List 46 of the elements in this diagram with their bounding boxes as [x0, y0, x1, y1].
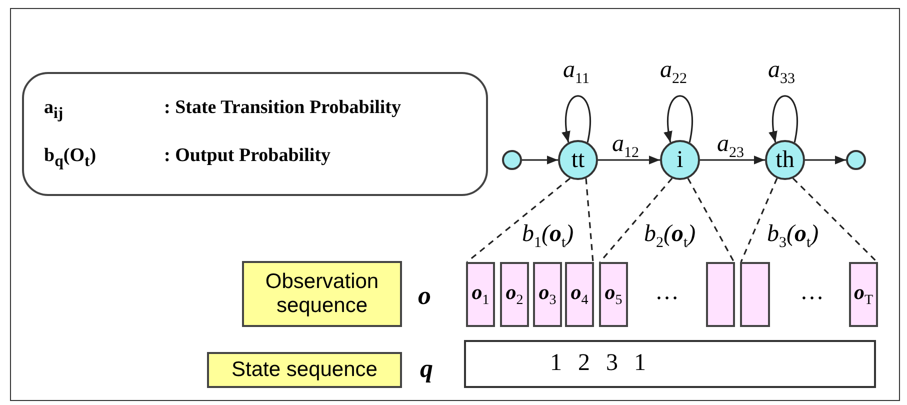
key-panel	[22, 72, 488, 196]
arrow	[598, 156, 660, 164]
dashed-line	[585, 178, 594, 262]
state-circle: th	[765, 140, 805, 180]
ellipsis: …	[800, 280, 824, 304]
symbol-text: a$_{ij}$	[44, 97, 64, 123]
dashed-line	[740, 178, 778, 262]
sequence-label: Observation sequence	[242, 261, 402, 327]
edge-label: a$_{12}$	[612, 132, 639, 161]
observation-box: o$_{T}$	[849, 262, 878, 327]
observation-box: o$_{5}$	[599, 262, 628, 327]
state-circle: i	[660, 140, 700, 180]
edge-label: a$_{22}$	[660, 58, 687, 87]
arrow	[522, 156, 558, 164]
definition-text: : Output Probability	[164, 145, 332, 168]
end-circle	[846, 150, 866, 170]
self-loop-arrow	[769, 95, 798, 143]
dashed-line	[599, 178, 673, 263]
state-sequence-box: 1 2 3 1	[464, 340, 876, 388]
self-loop-arrow	[562, 95, 591, 143]
variable-symbol: o	[418, 283, 431, 309]
observation-box: o$_{1}$	[466, 262, 495, 327]
edge-label: a$_{23}$	[717, 132, 744, 161]
edge-label: a$_{33}$	[768, 58, 795, 87]
observation-box	[706, 262, 735, 327]
symbol-text: b$_{q}$(O$_{t}$)	[44, 145, 98, 171]
dashed-line	[687, 178, 735, 262]
observation-box	[740, 262, 770, 327]
formula-label: b$_{3}$(o$_{t}$)	[767, 222, 819, 251]
dashed-line	[466, 178, 570, 263]
definition-text: : State Transition Probability	[164, 97, 402, 120]
ellipsis: …	[655, 280, 679, 304]
observation-box: o$_{2}$	[500, 262, 529, 327]
arrow	[700, 156, 765, 164]
observation-box: o$_{4}$	[565, 262, 594, 327]
sequence-label: State sequence	[207, 352, 402, 388]
formula-label: b$_{1}$(o$_{t}$)	[522, 222, 574, 251]
start-circle	[502, 150, 522, 170]
variable-symbol: q	[420, 356, 433, 382]
state-circle: tt	[558, 140, 598, 180]
dashed-line	[792, 178, 878, 263]
observation-box: o$_{3}$	[533, 262, 562, 327]
formula-label: b$_{2}$(o$_{t}$)	[644, 222, 696, 251]
arrow	[805, 156, 846, 164]
self-loop-arrow	[664, 95, 693, 143]
edge-label: a$_{11}$	[563, 58, 590, 87]
